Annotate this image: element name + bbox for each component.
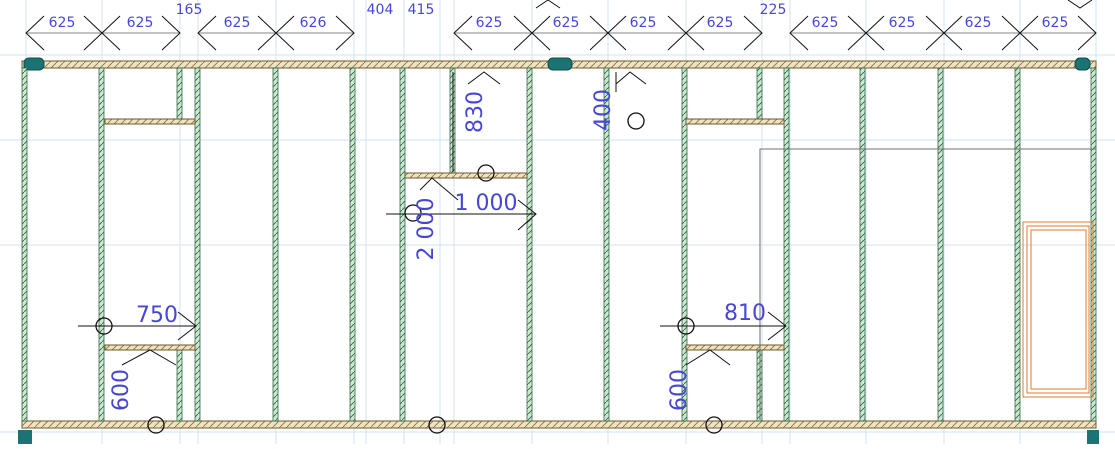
top-dimension-label: 625 (49, 15, 76, 31)
circle-marker-icon (404, 204, 422, 222)
bottom-plate (21, 420, 1097, 429)
top-dimension-segment: 625 (453, 15, 533, 51)
top-dimension-label: 415 (408, 2, 435, 18)
top-dimension-chain: 625 625 165 625 626 404 415 625 625 625 625 225 625 6… (25, 0, 1097, 51)
wall-stud-icon (783, 67, 790, 422)
top-dimension-segment: 625 (1019, 15, 1097, 51)
top-dimension-segment: 625 (531, 15, 609, 51)
top-dimension-label: 626 (300, 15, 327, 31)
wall-stud-icon (176, 349, 183, 422)
plate-connector-icon (547, 57, 573, 71)
wall-stud-icon (21, 67, 28, 422)
plate-connector-icon (18, 430, 32, 444)
top-dimension-label: 625 (553, 15, 580, 31)
inner-dimension-labels: 830 400 1 000 2 000 750 810 600 600 (109, 89, 766, 411)
room-outline (759, 148, 1096, 420)
top-dimension-label: 165 (176, 2, 203, 18)
plate-connector-icon (23, 57, 45, 71)
wall-stud-icon (399, 67, 406, 422)
wall-stud-icon (681, 67, 688, 422)
header-beam (404, 172, 528, 179)
top-dimension-label: 625 (224, 15, 251, 31)
wall-stud-icon (937, 67, 944, 422)
stud-group (21, 67, 1097, 422)
wall-stud-icon (176, 67, 183, 120)
top-dimension-label: 625 (127, 15, 154, 31)
marker-group (95, 112, 723, 434)
header-beam (104, 344, 196, 351)
top-dimension-segment: 626 (275, 15, 355, 51)
top-dimension-segment: 625 (25, 15, 103, 51)
top-dimension-segment: 625 (685, 15, 763, 51)
window-opening (1022, 221, 1094, 398)
wall-stud-icon (98, 67, 105, 422)
top-dimension-segment: 625 (943, 15, 1021, 51)
dimension-arrow-icon (1067, 0, 1093, 9)
header-beam (685, 118, 785, 125)
dim-2000-label: 2 000 (414, 198, 439, 261)
dimension-arrow-icon (535, 0, 561, 9)
top-dimension-segment: 625 (607, 15, 687, 51)
plate-connector-icon (1074, 57, 1091, 71)
top-dimension-label: 625 (707, 15, 734, 31)
dim-400-label: 400 (591, 89, 616, 131)
top-dimension-label: 625 (812, 15, 839, 31)
dim-810-label: 810 (724, 301, 766, 326)
top-dimension-label: 625 (889, 15, 916, 31)
dim-lines (78, 71, 787, 366)
top-dimension-segment: 415 (408, 2, 435, 18)
wall-stud-icon (349, 67, 356, 422)
top-dimension-segment: 165 (176, 2, 203, 18)
top-dimension-segment: 225 (760, 2, 787, 18)
top-dimension-label: 625 (965, 15, 992, 31)
circle-marker-icon (428, 416, 446, 434)
top-dimension-segment: 625 (865, 15, 945, 51)
top-dimension-label: 404 (367, 2, 394, 18)
dim-830-label: 830 (463, 91, 488, 133)
wall-stud-icon (194, 67, 201, 422)
wall-stud-icon (1014, 67, 1021, 422)
circle-marker-icon (147, 416, 165, 434)
top-dimension-label: 625 (630, 15, 657, 31)
circle-marker-icon (705, 416, 723, 434)
header-beam (104, 118, 196, 125)
wall-stud-icon (756, 67, 763, 120)
wall-stud-icon (526, 67, 533, 422)
circle-marker-icon (477, 164, 495, 182)
top-dimension-segment: 625 (197, 15, 277, 51)
top-dimension-segment: 625 (789, 15, 867, 51)
header-beam (685, 344, 785, 351)
top-dimension-segment: 625 (101, 15, 181, 51)
dim-750-label: 750 (136, 303, 178, 328)
plate-connector-icon (1087, 430, 1099, 444)
dim-600-left-label: 600 (109, 369, 134, 411)
circle-marker-icon (627, 112, 645, 130)
wall-stud-icon (603, 67, 610, 422)
top-dimension-label: 625 (476, 15, 503, 31)
top-dimension-label: 225 (760, 2, 787, 18)
top-dimension-label: 625 (1042, 15, 1069, 31)
dim-600-mid-label: 600 (667, 369, 692, 411)
top-dimension-segment: 404 (367, 2, 394, 18)
wall-stud-icon (272, 67, 279, 422)
dim-1000-label: 1 000 (455, 191, 518, 216)
wall-stud-icon (859, 67, 866, 422)
